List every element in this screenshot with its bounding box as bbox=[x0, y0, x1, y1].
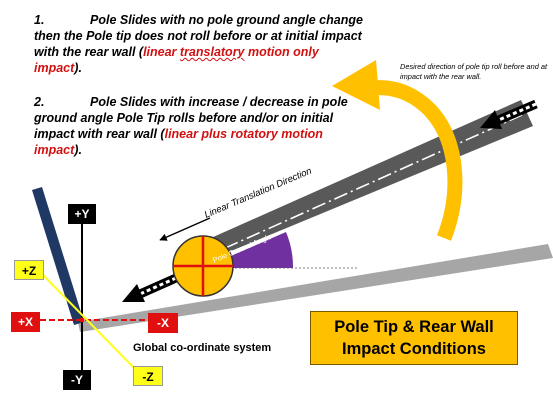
roll-direction-arrowhead bbox=[332, 60, 380, 110]
note-1-text: Pole Slides with no pole ground angle ch… bbox=[34, 13, 363, 59]
note-1-highlight-motion: motion only impact bbox=[34, 45, 319, 75]
axis-label-neg-z: -Z bbox=[133, 366, 163, 386]
note-1-number: 1. bbox=[34, 13, 45, 27]
pole-centerline bbox=[202, 114, 523, 259]
pole-tip-circle bbox=[172, 235, 234, 297]
note-2-highlight: linear plus rotatory motion impact bbox=[34, 127, 323, 157]
note-item-2: 2.Pole Slides with increase / decrease i… bbox=[34, 94, 364, 158]
note-2-number: 2. bbox=[34, 95, 45, 109]
ground-slope bbox=[78, 244, 553, 332]
global-coordinate-label: Global co-ordinate system bbox=[133, 342, 272, 354]
axis-label-pos-x: +X bbox=[11, 312, 40, 332]
pole-push-arrow bbox=[480, 99, 538, 129]
note-2-tail: ). bbox=[74, 143, 82, 157]
axis-label-neg-y: -Y bbox=[63, 370, 91, 390]
roll-direction-note: Desired direction of pole tip roll befor… bbox=[400, 62, 548, 81]
title-line-2: Impact Conditions bbox=[342, 340, 486, 358]
roll-direction-arc-arrow bbox=[371, 80, 463, 241]
note-1-tail: ). bbox=[74, 61, 82, 75]
z-axis-line bbox=[41, 273, 137, 371]
origin-point bbox=[79, 317, 85, 323]
axis-label-pos-z: +Z bbox=[14, 260, 44, 280]
rear-wall bbox=[32, 187, 84, 325]
title-line-1: Pole Tip & Rear Wall bbox=[334, 318, 494, 336]
tip-motion-arrow bbox=[122, 273, 178, 302]
axis-label-pos-y: +Y bbox=[68, 204, 96, 224]
note-1-highlight-translatory: translatory bbox=[179, 45, 245, 59]
note-2-text: Pole Slides with increase / decrease in … bbox=[34, 95, 348, 141]
note-item-1: 1.Pole Slides with no pole ground angle … bbox=[34, 12, 364, 76]
title-box: Pole Tip & Rear Wall Impact Conditions bbox=[310, 311, 518, 365]
translation-direction-arrow bbox=[159, 217, 211, 241]
note-1-highlight-linear: linear bbox=[143, 45, 177, 59]
axis-label-neg-x: -X bbox=[148, 313, 178, 333]
